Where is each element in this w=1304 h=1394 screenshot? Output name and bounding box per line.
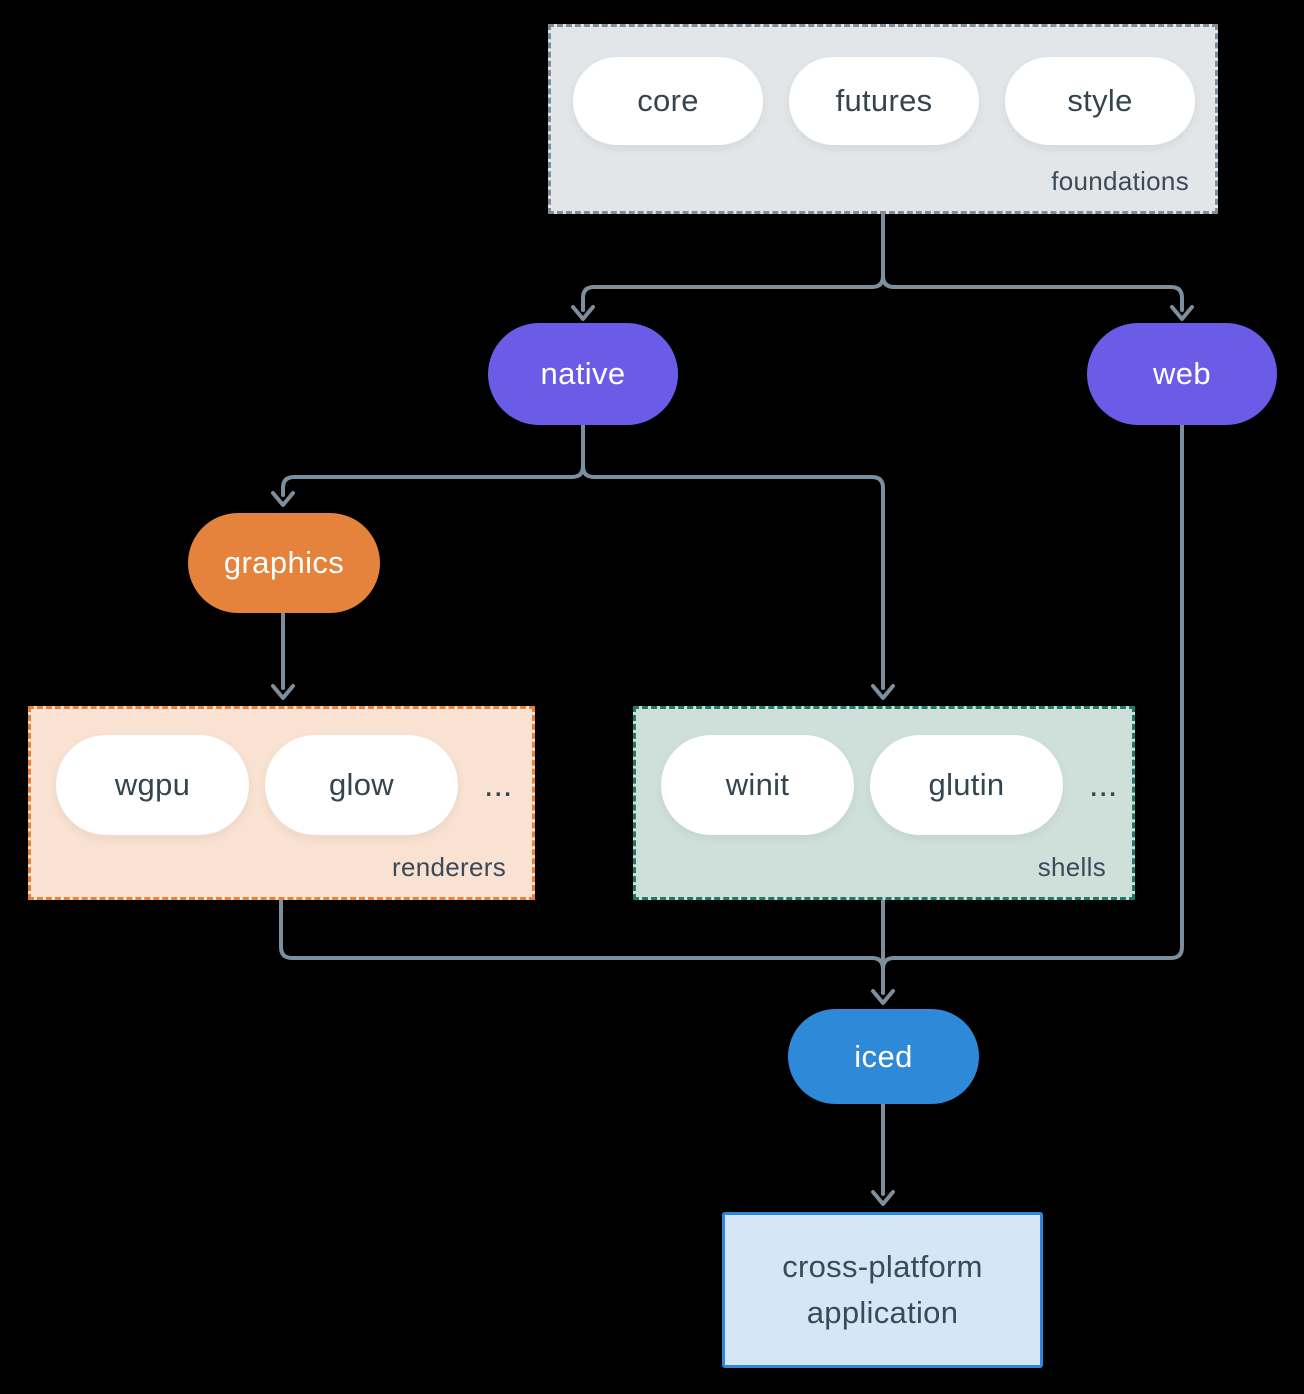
edge-native-shells xyxy=(581,423,885,690)
renderers-pill-row: wgpu glow ... xyxy=(31,709,532,835)
edge-foundations-web xyxy=(881,212,1184,312)
arrowhead-web xyxy=(1170,305,1194,321)
application-box: cross-platform application xyxy=(722,1212,1043,1368)
arrowhead-iced xyxy=(871,989,895,1005)
arrowhead-application xyxy=(871,1190,895,1206)
pill-winit: winit xyxy=(661,735,854,835)
shells-ellipsis: ... xyxy=(1089,765,1118,804)
arrowhead-shells xyxy=(871,684,895,700)
pill-glow: glow xyxy=(265,735,458,835)
pill-wgpu: wgpu xyxy=(56,735,249,835)
group-renderers: wgpu glow ... renderers xyxy=(28,706,535,900)
group-shells: winit glutin ... shells xyxy=(633,706,1135,900)
node-graphics: graphics xyxy=(188,513,380,613)
node-native: native xyxy=(488,323,678,425)
group-foundations: core futures style foundations xyxy=(548,24,1218,214)
node-web: web xyxy=(1087,323,1277,425)
group-label-renderers: renderers xyxy=(392,852,506,882)
arrowhead-native xyxy=(571,305,595,321)
group-label-foundations: foundations xyxy=(1051,166,1189,196)
pill-style: style xyxy=(1005,57,1195,145)
pill-core: core xyxy=(573,57,763,145)
foundations-pill-row: core futures style xyxy=(551,27,1215,145)
arrowhead-renderers xyxy=(271,684,295,700)
node-iced: iced xyxy=(788,1009,979,1104)
renderers-ellipsis: ... xyxy=(484,765,513,804)
edge-native-graphics xyxy=(281,423,585,497)
arrowhead-graphics xyxy=(271,491,295,507)
edge-renderers-iced xyxy=(279,898,885,971)
pill-glutin: glutin xyxy=(870,735,1063,835)
group-label-shells: shells xyxy=(1037,852,1106,882)
shells-pill-row: winit glutin ... xyxy=(636,709,1132,835)
edge-foundations-native xyxy=(581,212,885,312)
pill-futures: futures xyxy=(789,57,979,145)
